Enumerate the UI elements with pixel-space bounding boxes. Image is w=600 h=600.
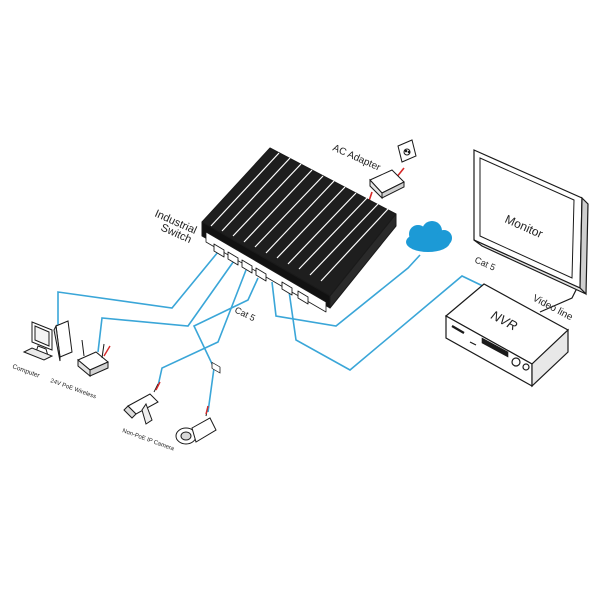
cable-camera-1 bbox=[157, 269, 247, 387]
computer-label: Computer bbox=[11, 363, 41, 380]
cable-nvr bbox=[287, 275, 513, 371]
cloud-icon bbox=[406, 221, 452, 252]
wall-outlet-icon bbox=[397, 139, 417, 163]
ac-adapter-icon bbox=[369, 169, 405, 200]
cat5-label-left: Cat 5 bbox=[233, 305, 257, 323]
poe-wireless-label: 24V PoE Wireless bbox=[49, 378, 96, 400]
industrial-switch-icon bbox=[201, 147, 397, 374]
cable-wireless bbox=[97, 257, 237, 353]
cable-computer bbox=[57, 251, 219, 330]
cable-cloud bbox=[271, 254, 421, 327]
ac-adapter-label: AC Adapter bbox=[331, 143, 383, 174]
nvr-icon bbox=[444, 283, 570, 388]
network-cables bbox=[57, 251, 513, 413]
switch-label: Industrial Switch bbox=[153, 208, 199, 246]
computer-icon bbox=[22, 320, 73, 362]
cat5-label-right: Cat 5 bbox=[473, 255, 497, 273]
camera-label: Non-PoE IP Camera bbox=[121, 428, 175, 453]
wireless-ap-icon bbox=[77, 339, 109, 378]
cable-camera-2 bbox=[192, 277, 259, 413]
monitor-icon bbox=[473, 149, 589, 296]
ip-camera-icon bbox=[123, 383, 217, 445]
